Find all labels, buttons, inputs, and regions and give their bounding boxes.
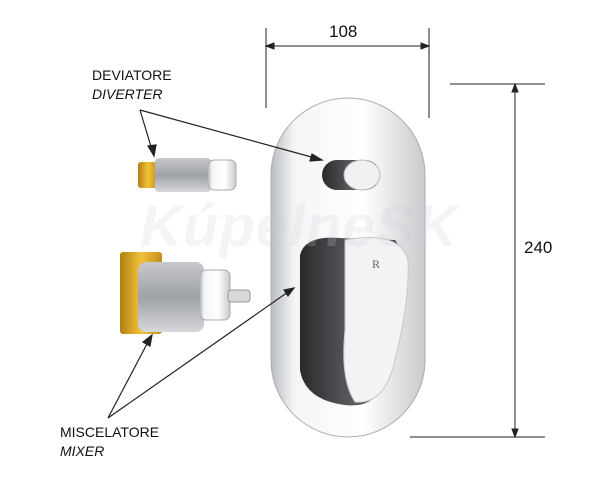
- height-dimension: [410, 82, 545, 439]
- diverter-label-it: DEVIATORE: [92, 67, 172, 83]
- width-value: 108: [329, 22, 358, 41]
- mixer-label-en: MIXER: [60, 443, 105, 459]
- width-dimension: [264, 28, 431, 118]
- watermark: KúpelneSK: [140, 194, 459, 259]
- leader-lines: [107, 109, 324, 419]
- diverter-label-en: DIVERTER: [92, 86, 163, 102]
- height-value: 240: [524, 238, 553, 257]
- mixer-label-it: MISCELATORE: [60, 424, 160, 440]
- brand-logo: R: [372, 257, 380, 271]
- diverter-cartridge: [138, 158, 237, 192]
- mixer-cartridge: [120, 252, 251, 334]
